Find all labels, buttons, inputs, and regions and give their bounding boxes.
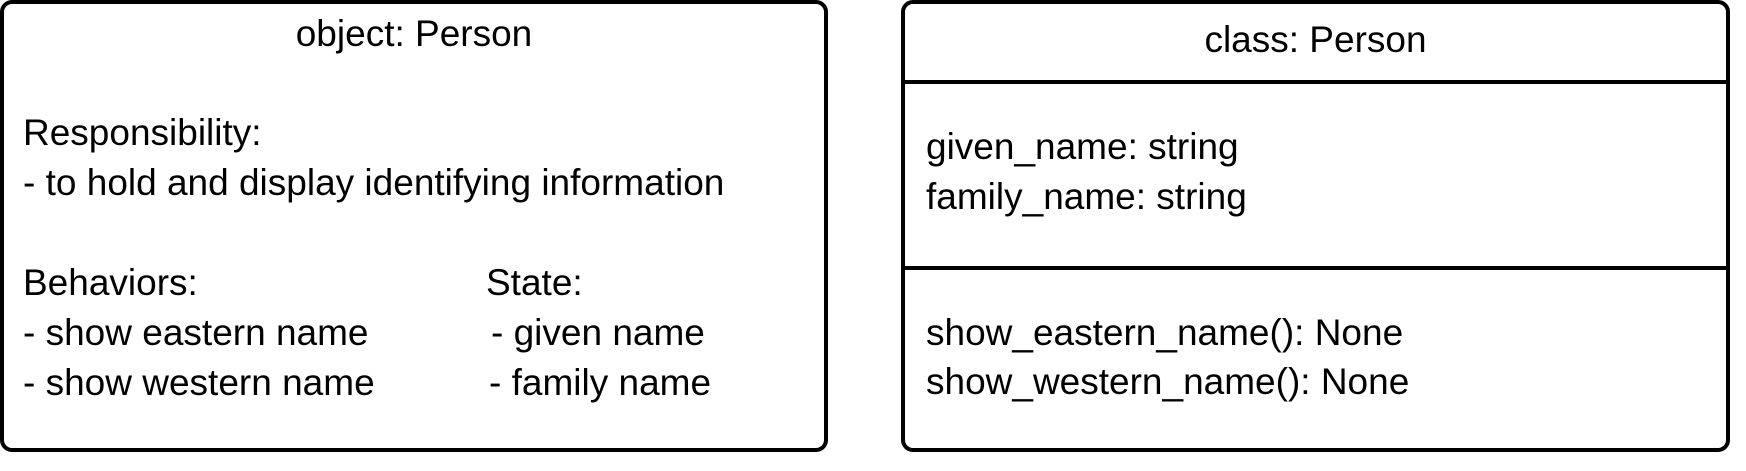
behavior-item: - show western name <box>23 362 375 403</box>
responsibility-heading: Responsibility: <box>23 112 262 153</box>
object-card: object: Person Responsibility: - to hold… <box>0 0 828 452</box>
method-item: show_western_name(): None <box>926 361 1410 402</box>
state-heading: State: <box>486 262 583 303</box>
state-item: - family name <box>489 362 712 403</box>
class-card-title: class: Person <box>1204 19 1427 60</box>
object-card-title: object: Person <box>295 13 533 54</box>
state-item: - given name <box>491 312 705 353</box>
attribute-item: given_name: string <box>926 126 1239 167</box>
behavior-item: - show eastern name <box>23 312 369 353</box>
class-card: class: Person given_name: string family_… <box>901 0 1730 452</box>
attribute-item: family_name: string <box>926 176 1247 217</box>
method-item: show_eastern_name(): None <box>926 312 1404 353</box>
behaviors-heading: Behaviors: <box>23 262 198 303</box>
title-divider <box>905 80 1726 84</box>
responsibility-item: - to hold and display identifying inform… <box>23 162 725 203</box>
attributes-divider <box>905 266 1726 270</box>
